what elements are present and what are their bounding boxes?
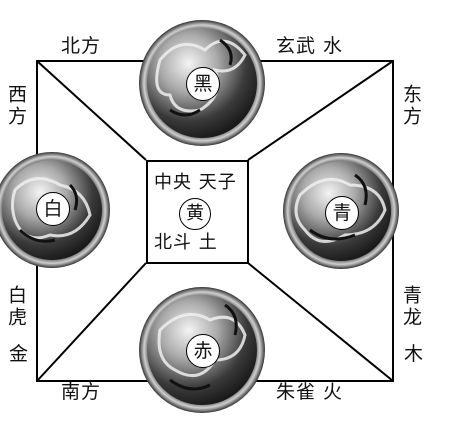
label-azure-dragon: 青龙: [400, 285, 422, 329]
center-box: 中央 天子 黄 北斗 土: [146, 160, 249, 264]
label-xuanwu-water: 玄武 水: [276, 35, 344, 57]
diagonal-nw: [36, 60, 147, 161]
label-vermilion-bird-fire: 朱雀 火: [276, 381, 344, 403]
label-metal: 金: [9, 343, 30, 365]
label-wood: 木: [404, 343, 425, 365]
center-line-top: 中央 天子: [154, 172, 237, 193]
diagonal-sw: [36, 262, 147, 382]
badge-north: 黑: [186, 67, 220, 101]
badge-west: 白: [36, 192, 70, 226]
label-south-direction: 南方: [61, 381, 102, 403]
diagonal-se: [247, 262, 394, 382]
diagonal-ne: [247, 60, 394, 161]
label-north-direction: 北方: [61, 35, 102, 57]
label-west-direction: 西方: [5, 84, 27, 128]
center-badge: 黄: [179, 198, 211, 230]
label-east-direction: 东方: [400, 84, 422, 128]
badge-east: 青: [325, 196, 359, 230]
center-line-bottom: 北斗 土: [154, 232, 218, 253]
label-white-tiger: 白虎: [5, 285, 27, 329]
badge-south: 赤: [186, 334, 220, 368]
